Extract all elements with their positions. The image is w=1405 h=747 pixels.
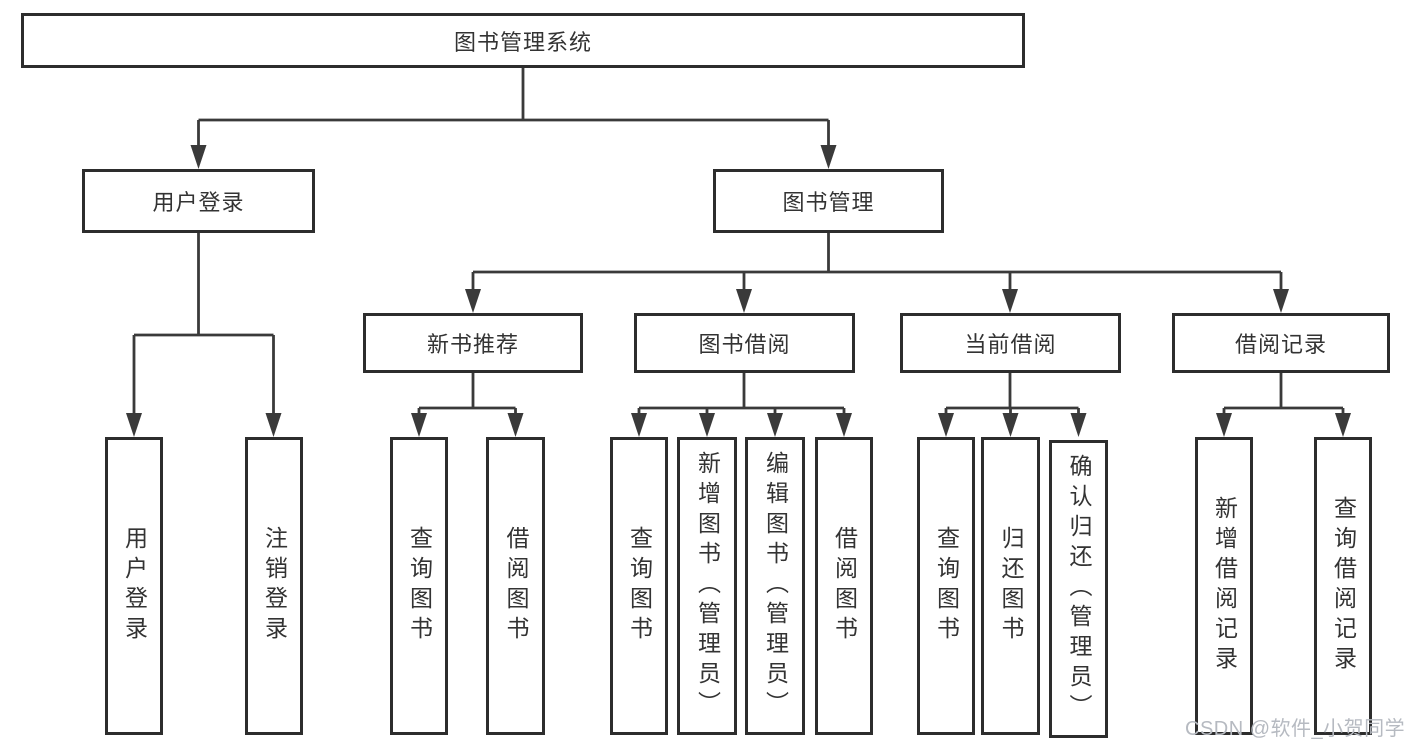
leaf-label: 编辑图书（管理员） — [762, 451, 789, 721]
leaf-query-borrow-record: 查询借阅记录 — [1314, 437, 1372, 735]
leaf-label: 用户登录 — [121, 526, 148, 646]
leaf-label: 查询图书 — [406, 526, 433, 646]
leaf-query-books: 查询图书 — [390, 437, 448, 735]
leaf-label: 借阅图书 — [503, 526, 529, 646]
node-label: 当前借阅 — [964, 332, 1057, 357]
node-borrow-records: 借阅记录 — [1172, 313, 1390, 373]
leaf-confirm-return-admin: 确认归还（管理员） — [1049, 440, 1108, 738]
node-label: 新书推荐 — [426, 332, 519, 357]
leaf-return-books: 归还图书 — [981, 437, 1040, 735]
leaf-borrow-books: 借阅图书 — [486, 437, 545, 735]
leaf-borrow-books: 借阅图书 — [815, 437, 873, 735]
leaf-label: 新增图书（管理员） — [694, 451, 721, 721]
leaf-query-books: 查询图书 — [917, 437, 975, 735]
node-label: 借阅记录 — [1234, 332, 1327, 357]
node-label: 图书管理系统 — [453, 29, 592, 55]
csdn-watermark: CSDN @软件_小贺同学 — [1185, 718, 1405, 740]
leaf-label: 查询图书 — [933, 526, 960, 646]
node-book-management: 图书管理 — [713, 169, 944, 233]
node-label: 图书管理 — [782, 190, 875, 215]
leaf-label: 借阅图书 — [831, 526, 858, 646]
leaf-label: 查询借阅记录 — [1330, 496, 1357, 676]
leaf-add-books-admin: 新增图书（管理员） — [677, 437, 737, 735]
leaf-edit-books-admin: 编辑图书（管理员） — [745, 437, 805, 735]
node-book-borrowing: 图书借阅 — [634, 313, 855, 373]
node-label: 图书借阅 — [698, 332, 791, 357]
leaf-query-books: 查询图书 — [610, 437, 668, 735]
leaf-label: 查询图书 — [626, 526, 653, 646]
leaf-label: 归还图书 — [998, 526, 1024, 646]
leaf-logout: 注销登录 — [245, 437, 303, 735]
leaf-user-login: 用户登录 — [105, 437, 163, 735]
leaf-add-borrow-record: 新增借阅记录 — [1195, 437, 1253, 735]
leaf-label: 确认归还（管理员） — [1066, 454, 1092, 724]
node-library-management-system: 图书管理系统 — [21, 13, 1025, 68]
node-label: 用户登录 — [152, 190, 245, 215]
node-new-book-recommend: 新书推荐 — [363, 313, 583, 373]
node-user-login: 用户登录 — [82, 169, 315, 233]
leaf-label: 注销登录 — [261, 526, 288, 646]
leaf-label: 新增借阅记录 — [1211, 496, 1238, 676]
node-current-borrowing: 当前借阅 — [900, 313, 1121, 373]
